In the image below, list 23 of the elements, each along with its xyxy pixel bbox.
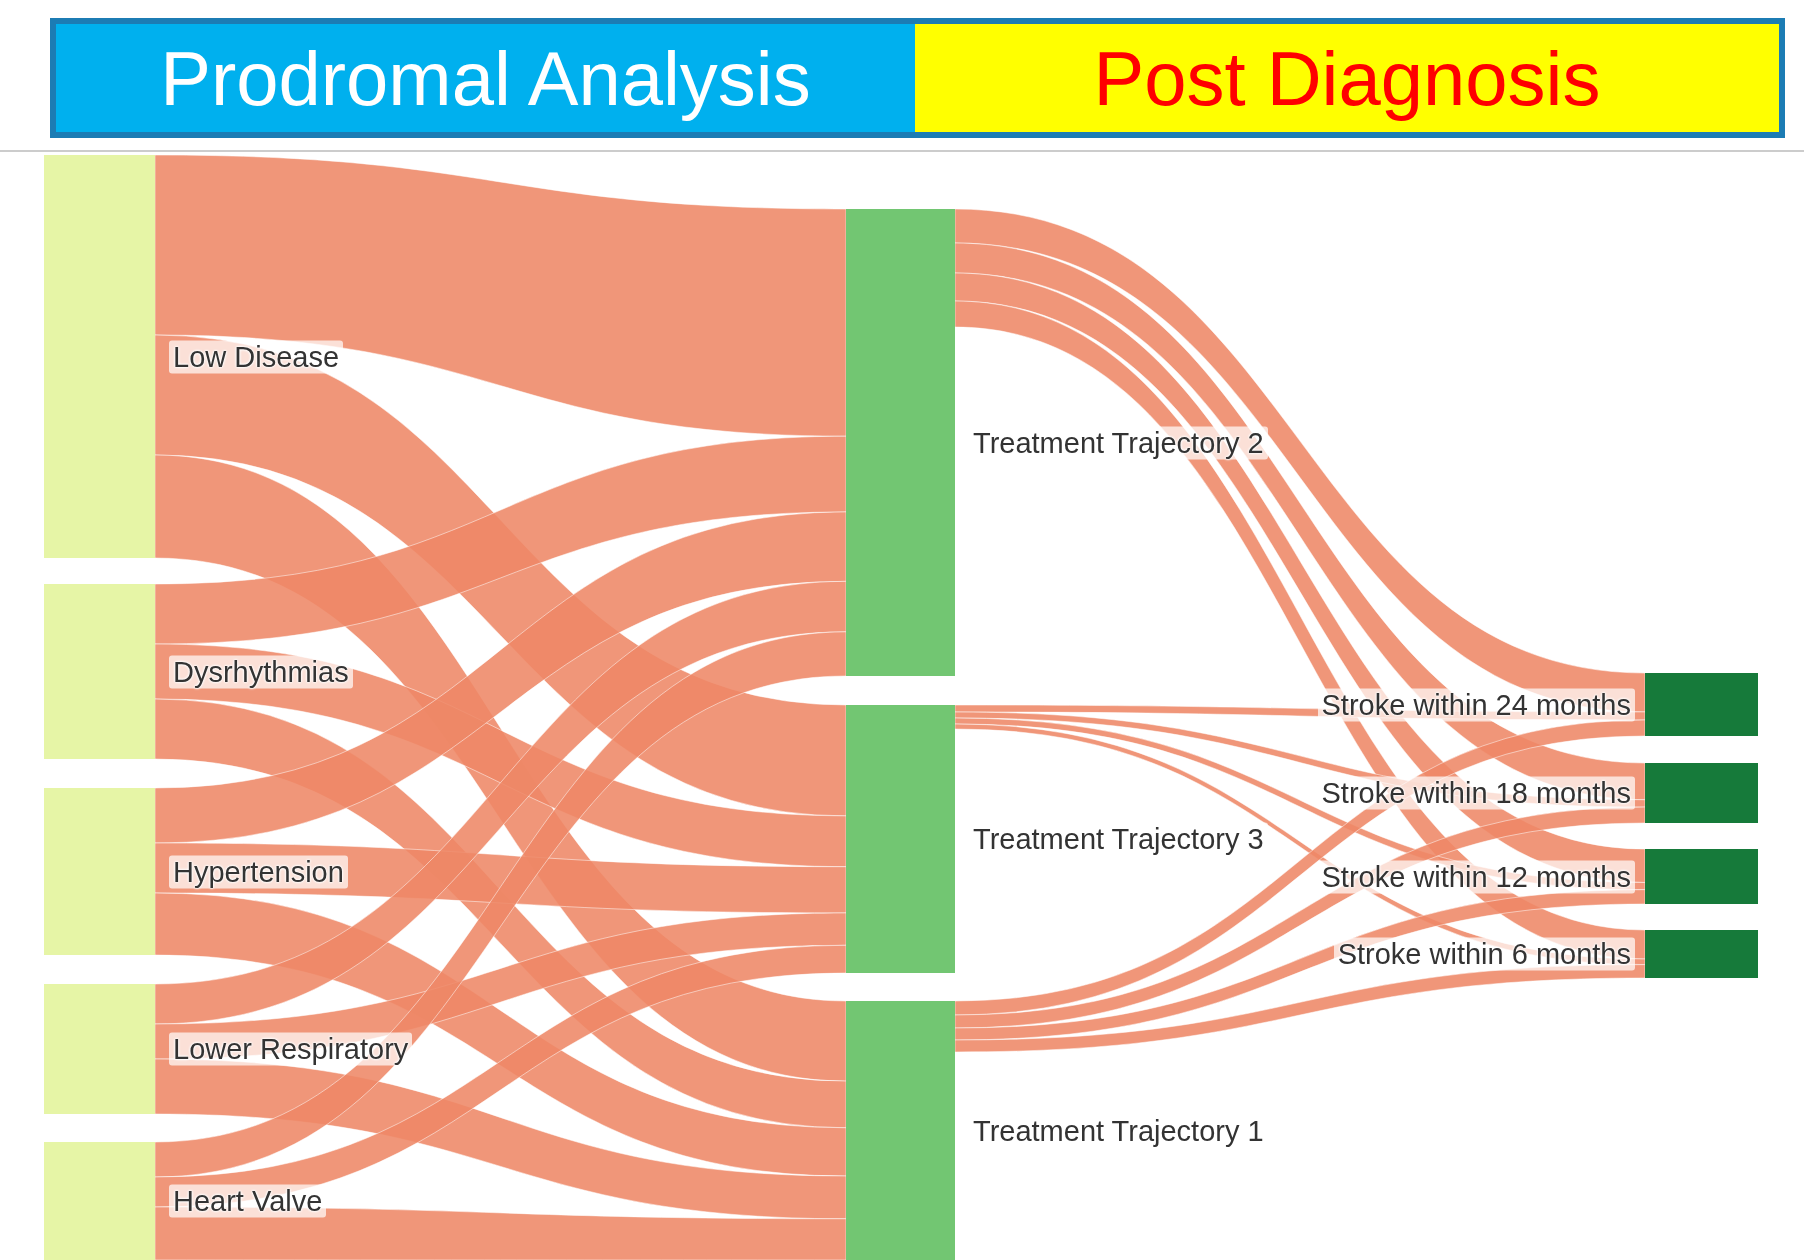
flow-ribbon [154, 1206, 847, 1260]
flow-ribbon [954, 208, 1646, 713]
node-label: Heart Valve [169, 1184, 327, 1218]
flow-ribbon [154, 580, 847, 1025]
node-label: Stroke within 24 months [1317, 688, 1635, 721]
node-label: Hypertension [169, 855, 348, 888]
flow-ribbon [954, 806, 1646, 1029]
flow-ribbon [954, 964, 1646, 1053]
flow-ribbon [954, 889, 1646, 1041]
node-label: Stroke within 6 months [1333, 937, 1635, 971]
node-label: Dysrhythmias [169, 655, 353, 688]
node-label: Low Disease [169, 340, 344, 373]
flow-ribbon [154, 435, 847, 645]
node-label: Lower Respiratory [169, 1032, 413, 1066]
flow-ribbon [954, 719, 1646, 1016]
header-title: Post Diagnosis [1093, 34, 1601, 122]
header-title: Prodromal Analysis [160, 34, 811, 122]
header-panel [56, 24, 915, 132]
flow-ribbon [154, 631, 847, 1178]
flow-ribbon [154, 511, 847, 844]
flow-ribbon [154, 154, 847, 437]
header-panel [915, 24, 1779, 132]
node-label: Stroke within 12 months [1317, 860, 1635, 893]
